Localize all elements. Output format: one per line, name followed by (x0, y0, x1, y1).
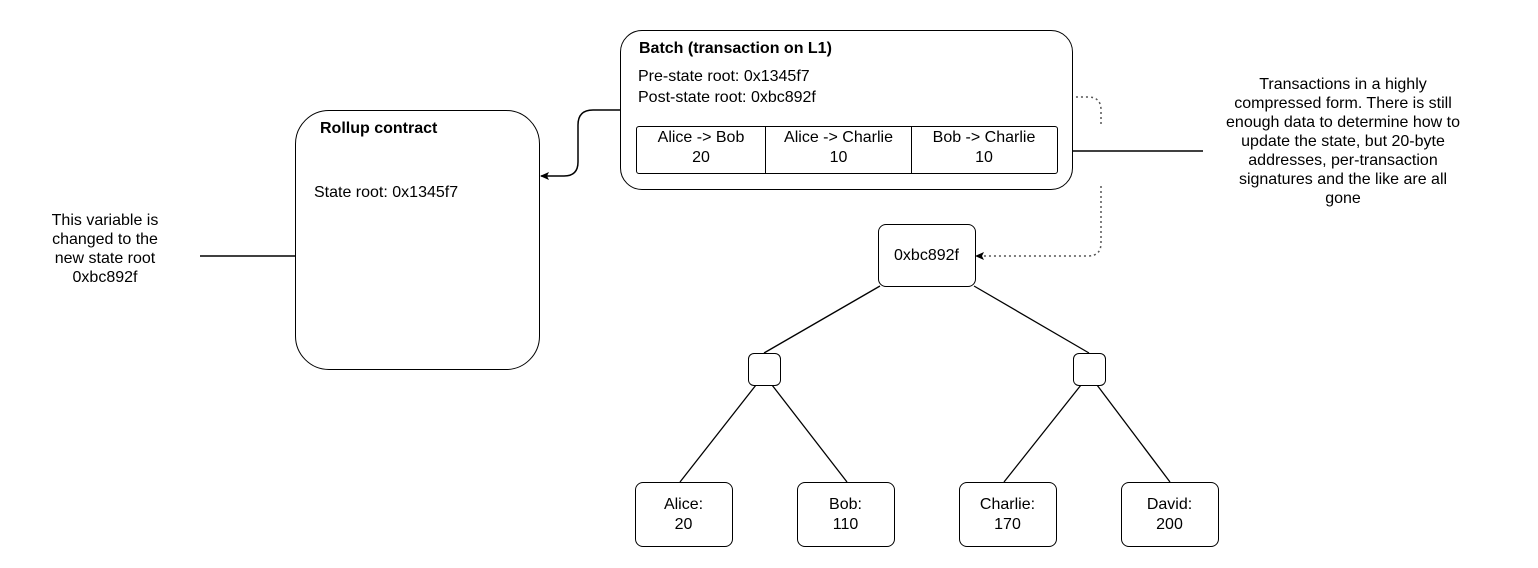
leaf-value: 200 (1156, 516, 1183, 533)
note-line: signatures and the like are all (1238, 171, 1448, 188)
note-line: This variable is (51, 212, 159, 229)
transaction-cell: Alice -> Charlie 10 (766, 127, 912, 173)
note-line: Transactions in a highly (1259, 76, 1427, 93)
leaf-value: 170 (994, 516, 1021, 533)
left-note: This variable is changed to the new stat… (20, 211, 190, 287)
tree-edge (771, 384, 848, 483)
leaf-name: Bob: (829, 496, 862, 513)
tree-edge (679, 384, 757, 483)
note-line: update the state, but 20-byte (1241, 133, 1445, 150)
rollup-contract-box: Rollup contract State root: 0x1345f7 (295, 110, 540, 370)
leaf-name: Alice: (663, 496, 704, 513)
post-state-root: Post-state root: 0xbc892f (638, 89, 816, 106)
right-note: Transactions in a highly compressed form… (1193, 75, 1493, 208)
tree-edge (973, 285, 1090, 354)
leaf-value: 110 (832, 516, 859, 533)
tree-leaf-david: David: 200 (1121, 482, 1219, 547)
tree-edge (1003, 384, 1082, 483)
note-line: compressed form. There is still (1234, 95, 1452, 112)
note-line: changed to the (52, 231, 158, 248)
batch-to-rollup-arrow (540, 109, 620, 180)
leaf-value: 20 (674, 516, 693, 533)
note-line: gone (1325, 190, 1361, 207)
transaction-cell: Alice -> Bob 20 (637, 127, 766, 173)
tree-root-label: 0xbc892f (894, 247, 959, 264)
state-root: State root: 0x1345f7 (314, 184, 459, 201)
leaf-name: David: (1146, 496, 1193, 513)
transaction-parties: Bob -> Charlie (932, 129, 1036, 146)
note-line: new state root (54, 250, 156, 267)
note-line: enough data to determine how to (1226, 114, 1460, 131)
tree-leaf-bob: Bob: 110 (797, 482, 895, 547)
batch-box: Batch (transaction on L1) Pre-state root… (620, 30, 1073, 190)
batch-title: Batch (transaction on L1) (639, 40, 832, 57)
note-line: addresses, per-transaction (1248, 152, 1438, 169)
tree-leaf-charlie: Charlie: 170 (959, 482, 1057, 547)
transaction-amount: 10 (829, 149, 848, 166)
tree-intermediate-node-left (748, 353, 781, 386)
tree-edge (763, 285, 881, 354)
tree-root-node: 0xbc892f (878, 224, 976, 287)
transaction-parties: Alice -> Charlie (784, 129, 893, 146)
tree-intermediate-node-right (1073, 353, 1106, 386)
tree-leaf-alice: Alice: 20 (635, 482, 733, 547)
pre-state-root: Pre-state root: 0x1345f7 (638, 68, 810, 85)
tree-edge (1096, 384, 1171, 483)
transaction-cell: Bob -> Charlie 10 (912, 127, 1056, 173)
transaction-parties: Alice -> Bob (657, 129, 745, 146)
transaction-amount: 10 (975, 149, 993, 166)
transaction-amount: 20 (692, 149, 710, 166)
tree-root-dotted-arrow (975, 186, 1102, 260)
note-line: 0xbc892f (72, 269, 138, 286)
transactions-table: Alice -> Bob 20 Alice -> Charlie 10 Bob … (636, 126, 1058, 174)
rollup-title: Rollup contract (320, 120, 438, 137)
leaf-name: Charlie: (979, 496, 1036, 513)
